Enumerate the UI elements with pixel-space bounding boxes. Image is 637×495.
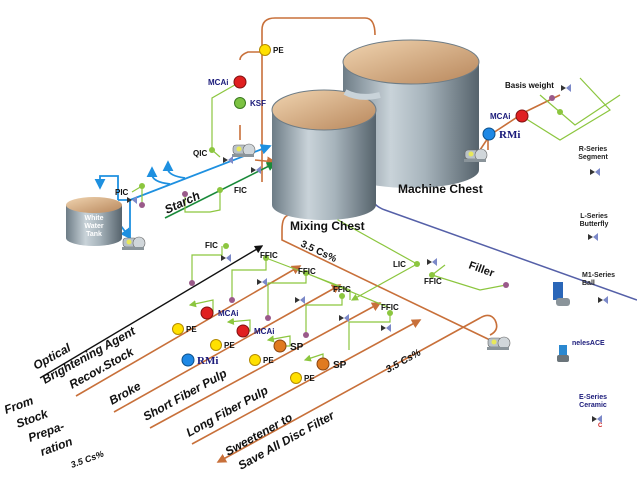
l-series-label: L-Series [580, 213, 608, 220]
transmitter-dots [139, 109, 563, 316]
pipe-mixing-outlet [281, 214, 491, 341]
ksf-label: KSF [250, 99, 266, 108]
sp-analyzer-long[interactable] [316, 357, 330, 371]
e-series-label: E-Series [579, 394, 607, 401]
ceramic-mark: C [598, 423, 603, 429]
rmi-label-right: RMi [499, 129, 520, 141]
fic-label-starch: FIC [234, 186, 247, 195]
white-water-tank-label-2: Water [84, 223, 103, 230]
ball-valve-icon [598, 296, 608, 304]
rmi-analyzer-broke[interactable] [181, 353, 195, 367]
machine-chest-label: Machine Chest [398, 182, 483, 196]
pipe-sweetener [216, 314, 498, 463]
white-water-tank-label-1: White [84, 215, 103, 222]
pe-label-top: PE [273, 46, 284, 55]
ffic-label-long: FFIC [381, 303, 399, 312]
pe-analyzer-top[interactable] [259, 44, 271, 56]
sp-analyzer-short[interactable] [273, 339, 287, 353]
pe-analyzer-recov[interactable] [172, 323, 184, 335]
legend-e-series: E-Series Ceramic C [579, 394, 607, 429]
pipe-broke [113, 284, 342, 413]
consistency-top-label: 3.5 Cs% [299, 239, 339, 265]
basis-weight-label: Basis weight [505, 81, 554, 90]
lic-label: LIC [393, 260, 406, 269]
butterfly-valve-icon [588, 233, 598, 241]
rmi-label-broke: RMi [197, 355, 218, 367]
ffic-label-recov: FFIC [260, 251, 278, 260]
neles-ace-positioner-icon [559, 345, 567, 355]
pic-label: PIC [115, 188, 129, 197]
consistency-left-label: 3.5 Cs% [69, 449, 105, 470]
mcai-label-broke: MCAi [254, 327, 274, 336]
ceramic-label: Ceramic [579, 402, 607, 409]
pipe-long-fiber [191, 319, 422, 445]
pipe-pe-branch [239, 51, 262, 61]
pipe-pump-return [254, 156, 277, 166]
neles-ace-label: nelesACE [572, 340, 605, 347]
signal-lines [131, 77, 621, 364]
butterfly-label: Butterfly [580, 221, 609, 228]
pipe-recov-stock [75, 265, 302, 397]
legend-r-series: R-Series Segment [578, 146, 608, 176]
ffic-label-broke: FFIC [298, 267, 316, 276]
mcai-analyzer-right[interactable] [515, 109, 529, 123]
sp-label-short: SP [290, 342, 304, 353]
consistency-right-label: 3.5 Cs% [384, 347, 423, 375]
broke-label: Broke [107, 379, 144, 408]
junction-dots [139, 95, 555, 338]
filler-label: Filler [467, 260, 496, 281]
mixing-chest-tank [271, 89, 381, 220]
mcai-label-right: MCAi [490, 112, 510, 121]
m1-series-label: M1-Series [582, 272, 615, 279]
legend-l-series: L-Series Butterfly [580, 213, 609, 241]
pe-analyzer-long[interactable] [290, 372, 302, 384]
mcai-analyzer-broke[interactable] [236, 324, 250, 338]
mixing-chest-label: Mixing Chest [290, 219, 365, 233]
ffic-label-filler: FFIC [424, 277, 442, 286]
ksf-analyzer[interactable] [234, 97, 246, 109]
white-water-tank-label-3: Tank [86, 231, 102, 238]
pe-label-recov: PE [186, 325, 197, 334]
mcai-label-recov: MCAi [218, 309, 238, 318]
ffic-label-short: FFIC [333, 285, 351, 294]
pipe-machine-chest-feed [261, 17, 376, 182]
pipe-optical-brightening [39, 245, 264, 379]
segment-valve-icon [590, 168, 600, 176]
mixing-pump-icon [231, 143, 256, 158]
mcai-analyzer-recov[interactable] [200, 306, 214, 320]
ceramic-valve-icon [592, 415, 602, 423]
white-water-pump-icon [121, 236, 146, 251]
pipe-branch-2 [162, 160, 186, 179]
pe-analyzer-broke[interactable] [210, 339, 222, 351]
pe-label-broke: PE [224, 341, 235, 350]
white-water-tank [66, 197, 122, 246]
r-series-label: R-Series [579, 146, 608, 153]
m1-actuator-icon [553, 282, 563, 300]
mcai-analyzer-top[interactable] [233, 75, 247, 89]
machine-chest-pump-icon [463, 148, 488, 163]
pipe-white-water-loop [94, 175, 119, 200]
pipe-branch-1 [146, 166, 171, 185]
sp-label-long: SP [333, 360, 347, 371]
pe-label-short: PE [263, 356, 274, 365]
ball-label: Ball [582, 280, 595, 287]
pipe-short-fiber [149, 302, 382, 429]
save-all-pump-icon [486, 336, 511, 351]
fic-label-optical: FIC [205, 241, 218, 250]
legend-m1-series: M1-Series Ball [553, 272, 615, 306]
segment-label: Segment [578, 154, 608, 161]
mcai-label-top: MCAi [208, 78, 228, 87]
rmi-analyzer-right[interactable] [482, 127, 496, 141]
qic-label: QIC [193, 149, 207, 158]
pe-analyzer-short[interactable] [249, 354, 261, 366]
legend-neles-ace: nelesACE [557, 340, 605, 362]
pe-label-long: PE [304, 374, 315, 383]
